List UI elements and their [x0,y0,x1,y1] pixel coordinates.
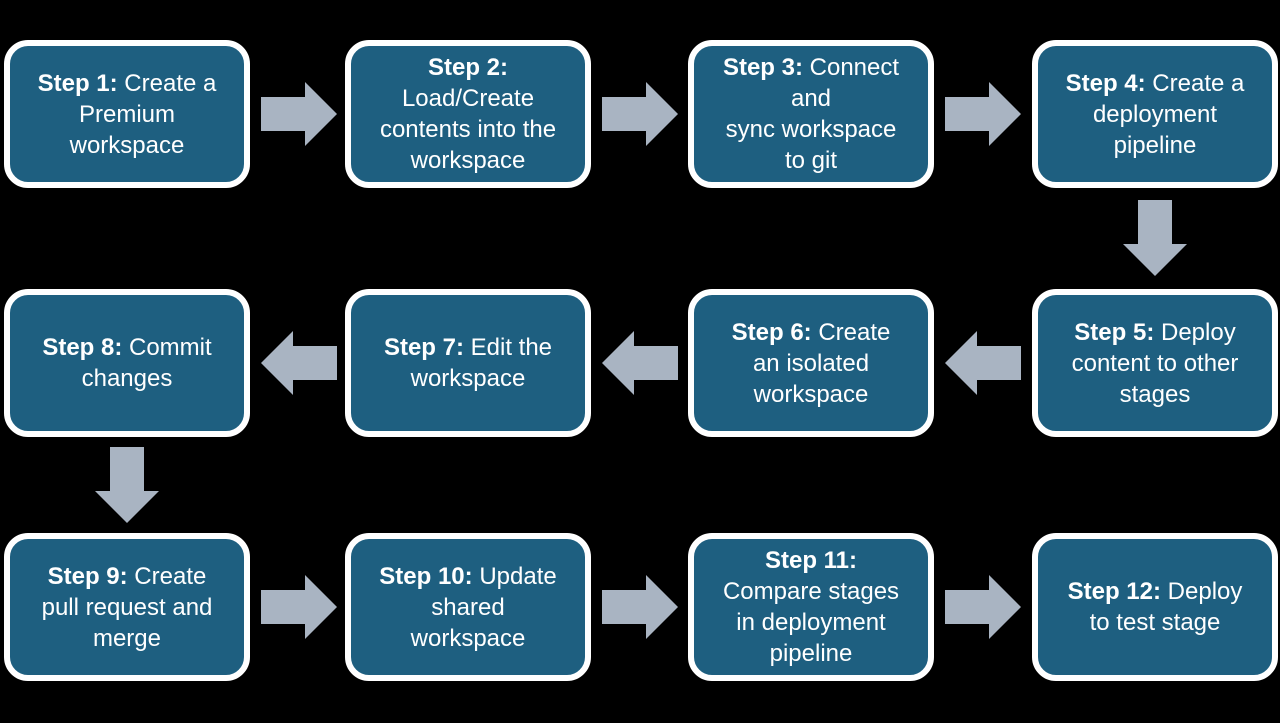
step-8-desc: Commit changes [81,334,212,392]
step-5-box: Step 5: Deploy content to other stages [1032,289,1278,437]
step-2-box: Step 2: Load/Create contents into the wo… [345,40,591,188]
step-10-box: Step 10: Update shared workspace [345,533,591,681]
step-8-text: Step 8: Commit changes [42,332,211,394]
arrow-right-icon [602,575,678,639]
step-11-text: Step 11: Compare stages in deployment pi… [723,545,899,669]
step-7-label: Step 7: [383,334,464,361]
arrow-down-icon [95,447,159,523]
step-6-text: Step 6: Create an isolated workspace [732,317,891,410]
step-10-label: Step 10: [379,562,473,590]
step-6-label: Step 6: [731,318,812,346]
step-6-desc: Create an isolated workspace [752,318,891,408]
step-7-text: Step 7: Edit the workspace [384,332,552,394]
step-2-text: Step 2: Load/Create contents into the wo… [380,52,556,176]
step-7-box: Step 7: Edit the workspace [345,289,591,437]
step-12-label: Step 12: [1067,578,1161,605]
arrow-left-icon [261,331,337,395]
step-2-desc: Load/Create contents into the workspace [379,85,557,174]
step-5-desc: Deploy content to other stages [1071,318,1239,408]
arrow-down-icon [1123,200,1187,276]
step-4-desc: Create a deployment pipeline [1092,69,1245,159]
arrow-right-icon [945,82,1021,146]
step-1-label: Step 1: [37,69,118,97]
step-3-desc: Connect and sync workspace to git [725,54,900,174]
step-9-label: Step 9: [47,562,128,590]
step-10-text: Step 10: Update shared workspace [379,561,556,654]
step-11-box: Step 11: Compare stages in deployment pi… [688,533,934,681]
step-9-box: Step 9: Create pull request and merge [4,533,250,681]
step-12-box: Step 12: Deploy to test stage [1032,533,1278,681]
step-9-text: Step 9: Create pull request and merge [42,561,213,654]
step-12-desc: Deploy to test stage [1089,578,1243,636]
step-4-label: Step 4: [1065,69,1146,97]
step-11-label: Step 11: [764,547,858,574]
step-5-text: Step 5: Deploy content to other stages [1072,317,1239,410]
step-3-text: Step 3: Connect and sync workspace to gi… [723,52,899,176]
step-2-label: Step 2: [427,54,508,81]
arrow-right-icon [261,82,337,146]
step-10-desc: Update shared workspace [410,562,557,652]
step-5-label: Step 5: [1074,318,1155,346]
step-1-text: Step 1: Create a Premium workspace [38,68,217,161]
step-1-desc: Create a Premium workspace [69,69,217,159]
step-7-desc: Edit the workspace [410,334,553,392]
step-8-box: Step 8: Commit changes [4,289,250,437]
arrow-right-icon [945,575,1021,639]
step-8-label: Step 8: [42,334,123,361]
step-6-box: Step 6: Create an isolated workspace [688,289,934,437]
arrow-left-icon [945,331,1021,395]
step-4-text: Step 4: Create a deployment pipeline [1066,68,1245,161]
arrow-right-icon [261,575,337,639]
step-12-text: Step 12: Deploy to test stage [1068,576,1243,638]
arrow-left-icon [602,331,678,395]
step-3-label: Step 3: [722,54,803,81]
step-4-box: Step 4: Create a deployment pipeline [1032,40,1278,188]
arrow-right-icon [602,82,678,146]
step-3-box: Step 3: Connect and sync workspace to gi… [688,40,934,188]
step-9-desc: Create pull request and merge [41,562,213,652]
step-1-box: Step 1: Create a Premium workspace [4,40,250,188]
step-11-desc: Compare stages in deployment pipeline [722,578,900,667]
